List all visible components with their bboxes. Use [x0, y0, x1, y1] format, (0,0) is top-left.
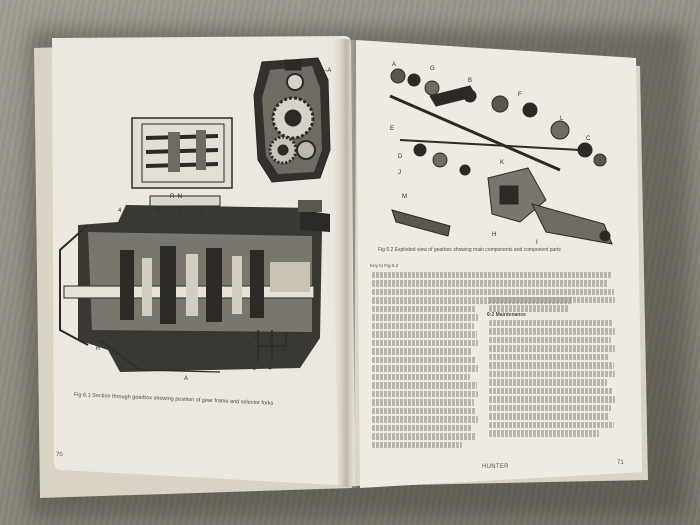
- svg-text:F: F: [518, 92, 522, 98]
- key-title: Key to Fig 6.2: [370, 263, 399, 268]
- svg-text:D: D: [398, 154, 403, 160]
- left-page-number: 70: [55, 451, 63, 459]
- svg-text:1: 1: [253, 334, 257, 340]
- key-text-block: [372, 272, 622, 306]
- right-top-line: [489, 297, 619, 314]
- svg-text:B: B: [468, 78, 472, 84]
- svg-text:I: I: [536, 240, 538, 246]
- gear-shift-pattern: [257, 330, 287, 362]
- svg-text:H: H: [492, 232, 496, 238]
- gearbox-section-diagram: [59, 200, 330, 373]
- svg-text:M: M: [402, 194, 407, 200]
- svg-text:2: 2: [253, 366, 257, 372]
- svg-text:A–A: A–A: [320, 68, 331, 74]
- gear-frame-diagram: [131, 117, 233, 207]
- svg-text:3: 3: [156, 208, 160, 214]
- svg-text:1: 1: [200, 208, 204, 214]
- svg-text:A: A: [392, 62, 396, 68]
- right-column-1-text: [372, 306, 480, 450]
- svg-text:E: E: [390, 126, 394, 132]
- svg-text:3: 3: [268, 334, 272, 340]
- svg-text:4: 4: [118, 208, 122, 214]
- svg-text:L: L: [560, 116, 564, 122]
- gear-housing-end-view: [253, 57, 331, 183]
- svg-text:A: A: [184, 376, 188, 382]
- svg-text:C: C: [586, 136, 591, 142]
- section-heading: 6:2 Maintenance: [487, 312, 526, 318]
- right-page-number: 71: [617, 460, 624, 466]
- svg-text:4: 4: [268, 366, 272, 372]
- right-figure-caption: Fig 6.2 Exploded view of gearbox showing…: [378, 247, 561, 253]
- svg-text:R: R: [283, 348, 288, 354]
- exploded-gearbox-diagram: [389, 68, 613, 245]
- svg-text:K: K: [500, 160, 504, 166]
- right-column-2-text: [489, 320, 619, 439]
- svg-text:2: 2: [178, 208, 182, 214]
- svg-text:R–N: R–N: [170, 194, 182, 200]
- svg-text:G: G: [430, 66, 435, 72]
- running-head: HUNTER: [482, 464, 509, 470]
- svg-text:R: R: [96, 346, 101, 352]
- svg-text:J: J: [398, 170, 401, 176]
